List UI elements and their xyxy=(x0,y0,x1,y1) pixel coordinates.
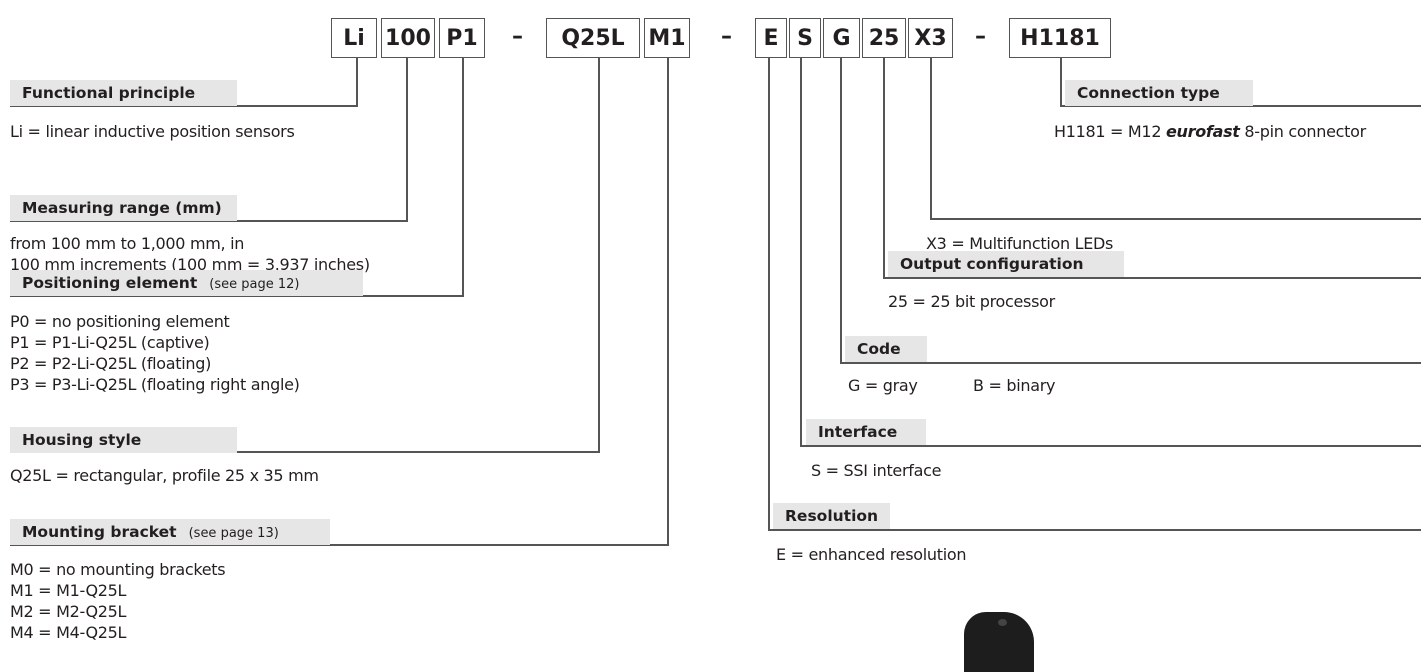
connector-housing-horizontal xyxy=(10,451,600,453)
positioning-element-title: Positioning element xyxy=(22,274,198,292)
measuring-range-line-1: from 100 mm to 1,000 mm, in xyxy=(10,234,245,253)
positioning-element-line-4: P3 = P3-Li-Q25L (floating right angle) xyxy=(10,375,300,394)
sensor-product-image xyxy=(964,612,1034,672)
positioning-element-line-2: P1 = P1-Li-Q25L (captive) xyxy=(10,333,210,352)
connector-li-vertical xyxy=(356,58,358,106)
connection-type-prefix: H1181 = M12 xyxy=(1054,122,1166,141)
connector-interface-vertical xyxy=(800,58,802,446)
resolution-line: E = enhanced resolution xyxy=(776,545,967,564)
positioning-element-header: Positioning element (see page 12) xyxy=(10,270,363,296)
positioning-element-line-3: P2 = P2-Li-Q25L (floating) xyxy=(10,354,212,373)
connector-code-vertical xyxy=(840,58,842,363)
resolution-header: Resolution xyxy=(773,503,890,529)
leds-line: X3 = Multifunction LEDs xyxy=(926,234,1114,253)
code-segment-code: G xyxy=(823,18,860,58)
connector-resolution-vertical xyxy=(768,58,770,530)
mounting-bracket-line-1: M0 = no mounting brackets xyxy=(10,560,226,579)
mounting-bracket-line-3: M2 = M2-Q25L xyxy=(10,602,127,621)
functional-principle-line-1: Li = linear inductive position sensors xyxy=(10,122,295,141)
housing-style-header: Housing style xyxy=(10,427,237,453)
code-segment-interface: S xyxy=(789,18,821,58)
interface-header: Interface xyxy=(806,419,926,445)
mounting-bracket-note: (see page 13) xyxy=(188,526,279,541)
mounting-bracket-line-4: M4 = M4-Q25L xyxy=(10,623,127,642)
code-dash-1: – xyxy=(512,24,523,49)
code-option-gray: G = gray xyxy=(848,376,918,395)
mounting-bracket-title: Mounting bracket xyxy=(22,523,177,541)
mounting-bracket-header: Mounting bracket (see page 13) xyxy=(10,519,330,545)
code-segment-housing: Q25L xyxy=(546,18,640,58)
connection-type-suffix: 8-pin connector xyxy=(1239,122,1366,141)
code-option-binary: B = binary xyxy=(973,376,1056,395)
connector-leds-horizontal xyxy=(930,218,1421,220)
connector-leds-vertical xyxy=(930,58,932,219)
code-segment-li: Li xyxy=(331,18,377,58)
measuring-range-line-2: 100 mm increments (100 mm = 3.937 inches… xyxy=(10,255,370,274)
mounting-hole-icon xyxy=(998,619,1007,626)
connector-output-horizontal xyxy=(883,277,1421,279)
code-segment-connection: H1181 xyxy=(1009,18,1111,58)
positioning-element-line-1: P0 = no positioning element xyxy=(10,312,230,331)
connector-housing-vertical xyxy=(598,58,600,452)
output-configuration-header: Output configuration xyxy=(888,251,1124,277)
connector-code-horizontal xyxy=(840,362,1421,364)
connector-connection-vertical xyxy=(1060,58,1062,106)
connection-type-line: H1181 = M12 eurofast 8-pin connector xyxy=(1054,121,1366,143)
connector-mounting-vertical xyxy=(667,58,669,545)
code-segment-mounting: M1 xyxy=(644,18,690,58)
connector-mounting-horizontal xyxy=(10,544,669,546)
functional-principle-header: Functional principle xyxy=(10,80,237,106)
code-segment-range: 100 xyxy=(381,18,435,58)
code-segment-positioning: P1 xyxy=(439,18,485,58)
code-segment-output: 25 xyxy=(862,18,906,58)
code-segment-resolution: E xyxy=(755,18,787,58)
connector-interface-horizontal xyxy=(800,445,1421,447)
code-segment-leds: X3 xyxy=(908,18,953,58)
positioning-element-note: (see page 12) xyxy=(209,277,300,292)
code-dash-2: – xyxy=(721,24,732,49)
code-header: Code xyxy=(845,336,927,362)
housing-style-line-1: Q25L = rectangular, profile 25 x 35 mm xyxy=(10,466,319,485)
connector-positioning-vertical xyxy=(462,58,464,296)
measuring-range-header: Measuring range (mm) xyxy=(10,195,237,221)
code-dash-3: – xyxy=(975,24,986,49)
connector-resolution-horizontal xyxy=(768,529,1421,531)
eurofast-brand: eurofast xyxy=(1165,122,1240,141)
connection-type-header: Connection type xyxy=(1065,80,1253,106)
interface-line: S = SSI interface xyxy=(811,461,942,480)
connector-output-vertical xyxy=(883,58,885,278)
mounting-bracket-line-2: M1 = M1-Q25L xyxy=(10,581,127,600)
connector-range-vertical xyxy=(406,58,408,221)
output-configuration-line: 25 = 25 bit processor xyxy=(888,292,1055,311)
